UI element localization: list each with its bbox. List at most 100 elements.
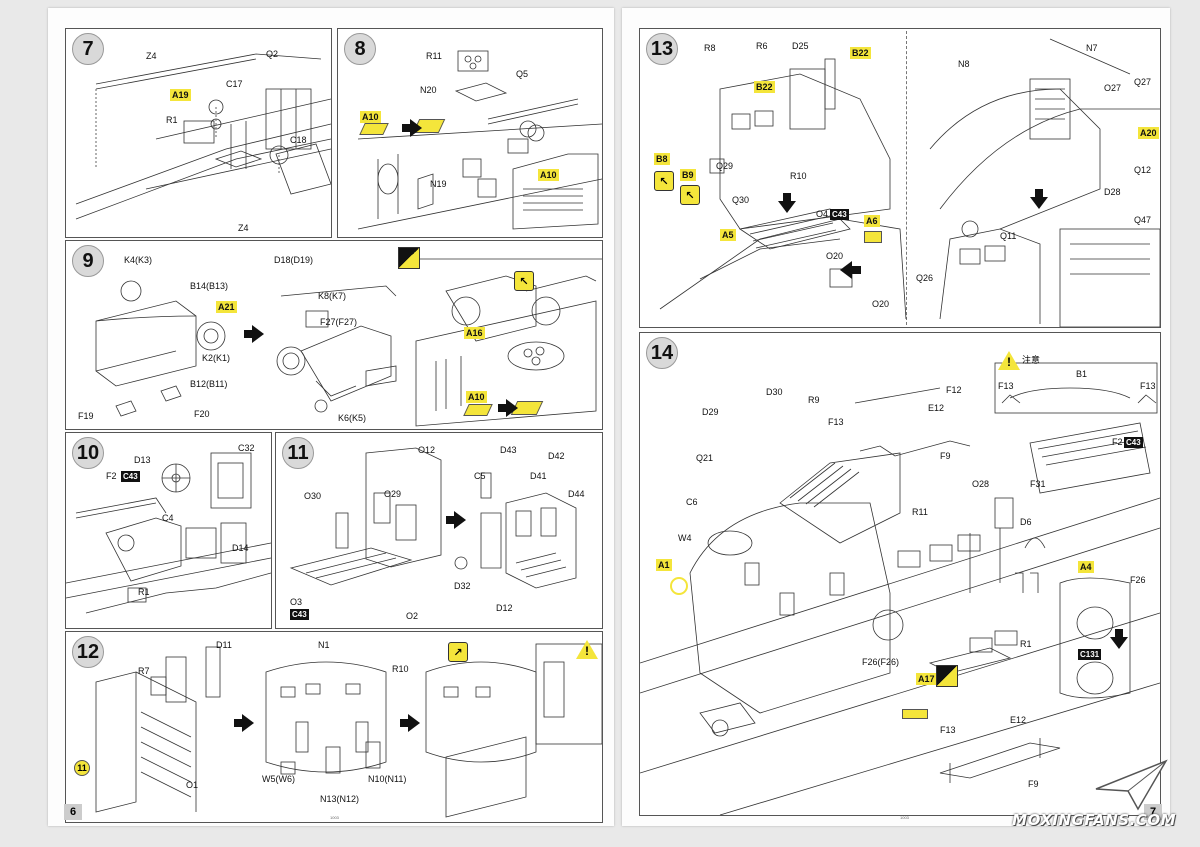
label-highlight: A5: [720, 229, 736, 241]
label: F9: [940, 451, 951, 461]
tool-icon: ↖: [514, 271, 534, 291]
label: C17: [226, 79, 243, 89]
label: B12(B11): [190, 379, 228, 389]
label: R11: [426, 51, 442, 61]
label: D6: [1020, 517, 1032, 527]
right-page: 13 R8 R6 D25: [622, 8, 1170, 826]
step-number: 12: [72, 636, 104, 668]
paper-plane-logo-icon: [1095, 759, 1168, 811]
step-number: 13: [646, 33, 678, 65]
label-highlight: B8: [654, 153, 670, 165]
label-highlight: B22: [850, 47, 871, 59]
label: C5: [474, 471, 486, 481]
label-code: C43: [121, 471, 140, 482]
step-8-panel: 8 R11 N20 Q5 A10 N19 A10: [337, 28, 603, 238]
label: Q21: [696, 453, 714, 463]
page-number: 7: [1144, 804, 1162, 820]
label-code: C43: [1124, 437, 1143, 448]
label: O30: [304, 491, 322, 501]
label: N10(N11): [368, 774, 407, 784]
step-9-panel: 9 K4(K3) D18(D19) B14(B13) A21: [65, 240, 603, 430]
label: R8: [704, 43, 716, 53]
arrow-down-icon: [778, 193, 796, 213]
watermark: MOXINGFANS.COM: [1012, 811, 1176, 829]
arrow-icon: [498, 399, 518, 417]
label: E12: [928, 403, 945, 413]
label: O27: [1104, 83, 1122, 93]
arrow-icon: [234, 714, 254, 732]
label: R1: [166, 115, 178, 125]
step-reference-badge: 11: [74, 760, 90, 776]
label: D42: [548, 451, 565, 461]
arrow-icon: [402, 119, 422, 137]
label: K8(K7): [318, 291, 347, 301]
label: Q11: [1000, 231, 1017, 241]
label-highlight: A16: [464, 327, 485, 339]
step-number: 11: [282, 437, 314, 469]
label: F9: [1028, 779, 1039, 789]
label: D32: [454, 581, 471, 591]
label: O2: [406, 611, 419, 621]
label-highlight: B22: [754, 81, 775, 93]
step-14-panel: 14: [639, 332, 1161, 816]
label: K4(K3): [124, 255, 153, 265]
label: O28: [972, 479, 990, 489]
label-highlight: A20: [1138, 127, 1159, 139]
label: F2: [106, 471, 117, 481]
label: Q26: [916, 273, 934, 283]
step-7-panel: 7 Z4 Q2 A19 C17 R1 C18 Z4: [65, 28, 332, 238]
step-13-drawing: [659, 38, 1160, 327]
step-12-panel: 12 D11 N1 R7 R10 11 O1 W5(W6) N: [65, 631, 603, 823]
step-number: 14: [646, 337, 678, 369]
arrow-down-icon: [1110, 629, 1128, 649]
label: W5(W6): [262, 774, 295, 784]
arrow-left-icon: [840, 261, 861, 279]
label: Q2: [266, 49, 279, 59]
label: D29: [702, 407, 719, 417]
label: N19: [430, 179, 447, 189]
label: F13: [998, 381, 1014, 391]
label-highlight: B9: [680, 169, 696, 181]
label: F31: [1030, 479, 1046, 489]
label: N1: [318, 640, 330, 650]
tool-icon: ↗: [448, 642, 468, 662]
label: O3: [290, 597, 303, 607]
left-page: 7 Z4 Q2 A19 C17 R1 C18 Z4 8: [48, 8, 614, 826]
label-highlight: A10: [466, 391, 487, 403]
label: F12: [946, 385, 962, 395]
label: R1: [138, 587, 150, 597]
label-highlight: A10: [538, 169, 559, 181]
label: F19: [78, 411, 94, 421]
label: D18(D19): [274, 255, 314, 265]
label: N20: [420, 85, 437, 95]
page-number: 6: [64, 804, 82, 820]
label: Q29: [716, 161, 734, 171]
page-code: 1003: [900, 815, 909, 820]
label: R7: [138, 666, 150, 676]
label: D41: [530, 471, 547, 481]
label: R11: [912, 507, 928, 517]
note-label: 注意: [1022, 356, 1041, 366]
label: Z4: [238, 223, 249, 233]
label: O20: [826, 251, 844, 261]
label: N7: [1086, 43, 1098, 53]
page-code: 1003: [330, 815, 339, 820]
label: O4: [816, 209, 829, 219]
label: O1: [186, 780, 199, 790]
label: R10: [790, 171, 807, 181]
warning-icon: !: [998, 351, 1020, 370]
label: Q12: [1134, 165, 1152, 175]
label: D12: [496, 603, 513, 613]
step-number: 7: [72, 33, 104, 65]
arrow-icon: [244, 325, 264, 343]
arrow-down-icon: [1030, 189, 1048, 209]
label: F26(F26): [862, 657, 900, 667]
label: B14(B13): [190, 281, 229, 291]
label: D43: [500, 445, 517, 455]
label-highlight: A19: [170, 89, 191, 101]
step-number: 8: [344, 33, 376, 65]
label: F26: [1130, 575, 1146, 585]
tool-icon: ↖: [654, 171, 674, 191]
label: C18: [290, 135, 307, 145]
divider: [906, 31, 907, 325]
